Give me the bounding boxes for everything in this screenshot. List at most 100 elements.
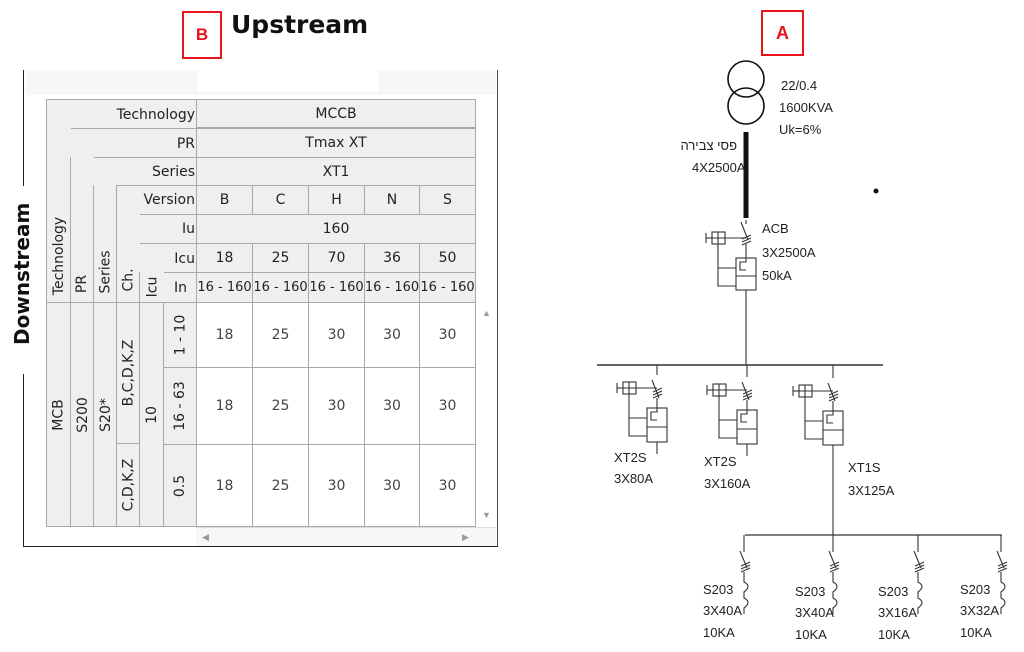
mcb-rating: 3X40A bbox=[703, 603, 742, 618]
scroll-down-icon[interactable]: ▼ bbox=[482, 510, 491, 520]
downstream-pr-value: S200 bbox=[70, 302, 94, 527]
mcb-type: S203 bbox=[795, 584, 825, 599]
table-toolbar-blank bbox=[198, 70, 378, 92]
version-cell: B bbox=[196, 185, 253, 215]
scroll-up-icon[interactable]: ▲ bbox=[482, 308, 491, 318]
header-in-label: In bbox=[163, 272, 197, 303]
panel-a-badge: A bbox=[761, 10, 804, 56]
downstream-icu-value: 10 bbox=[139, 302, 164, 527]
downstream-ch-text: C,D,K,Z bbox=[120, 458, 137, 512]
feeder-breaker-icon bbox=[706, 365, 758, 456]
header-series-value: XT1 bbox=[196, 157, 476, 186]
header-iu-value: 160 bbox=[196, 214, 476, 244]
table-cell: 30 bbox=[419, 302, 476, 368]
feeder-rating: 3X80A bbox=[614, 471, 653, 486]
table-cell: 30 bbox=[308, 302, 365, 368]
in-cell: 16 - 160 bbox=[308, 272, 365, 303]
table-cell: 18 bbox=[196, 444, 253, 527]
downstream-header-ch-text: Ch. bbox=[120, 268, 137, 292]
downstream-header-series: Series bbox=[93, 185, 117, 303]
acb-breaker-icon bbox=[705, 220, 757, 365]
header-pr-value: Tmax XT bbox=[196, 128, 476, 158]
downstream-header-icu: Icu bbox=[139, 272, 164, 303]
transformer-power: 1600KVA bbox=[779, 100, 833, 115]
table-cell: 30 bbox=[364, 444, 420, 527]
downstream-in-value: 16 - 63 bbox=[163, 367, 197, 445]
downstream-in-text: 16 - 63 bbox=[172, 381, 188, 431]
mcb-breaking: 10KA bbox=[960, 625, 992, 640]
downstream-series-text: S20* bbox=[97, 397, 114, 432]
header-technology-label: Technology bbox=[46, 99, 197, 129]
feeder-type: XT2S bbox=[704, 454, 737, 469]
table-cell: 30 bbox=[364, 367, 420, 445]
downstream-technology-value: MCB bbox=[46, 302, 71, 527]
feeder-type: XT1S bbox=[848, 460, 881, 475]
mcb-type: S203 bbox=[960, 582, 990, 597]
downstream-in-text: 1 - 10 bbox=[172, 314, 188, 356]
transformer-ratio: 22/0.4 bbox=[781, 78, 817, 93]
busbar-name: פסי צבירה bbox=[681, 138, 738, 153]
table-cell: 30 bbox=[364, 302, 420, 368]
frame-gap bbox=[18, 186, 44, 374]
acb-rating: 3X2500A bbox=[762, 245, 816, 260]
feeder-breaker-icon bbox=[616, 365, 668, 454]
mcb-type: S203 bbox=[703, 582, 733, 597]
header-version-label: Version bbox=[139, 185, 197, 215]
icu-cell: 70 bbox=[308, 243, 365, 273]
in-cell: 16 - 160 bbox=[364, 272, 420, 303]
table-cell: 25 bbox=[252, 367, 309, 445]
icu-cell: 25 bbox=[252, 243, 309, 273]
upstream-title: Upstream bbox=[231, 10, 369, 39]
mcb-icon bbox=[828, 535, 840, 614]
transformer-secondary-winding-icon bbox=[727, 87, 765, 125]
downstream-pr-text: S200 bbox=[74, 396, 91, 433]
busbar-rating: 4X2500A bbox=[692, 160, 746, 175]
table-cell: 25 bbox=[252, 444, 309, 527]
icu-cell: 18 bbox=[196, 243, 253, 273]
mcb-breaking: 10KA bbox=[795, 627, 827, 642]
table-cell: 18 bbox=[196, 367, 253, 445]
icu-cell: 50 bbox=[419, 243, 476, 273]
downstream-in-value: 1 - 10 bbox=[163, 302, 197, 368]
downstream-label: Downstream bbox=[10, 202, 34, 345]
in-cell: 16 - 160 bbox=[196, 272, 253, 303]
downstream-header-pr-text: PR bbox=[74, 274, 91, 294]
icu-cell: 36 bbox=[364, 243, 420, 273]
downstream-ch-value: B,C,D,K,Z bbox=[116, 302, 140, 444]
table-cell: 30 bbox=[419, 367, 476, 445]
header-pr-label: PR bbox=[70, 128, 197, 158]
feeder-rating: 3X125A bbox=[848, 483, 895, 498]
acb-type: ACB bbox=[762, 221, 789, 236]
version-cell: S bbox=[419, 185, 476, 215]
header-series-label: Series bbox=[93, 157, 197, 186]
table-cell: 30 bbox=[308, 367, 365, 445]
dot-marker bbox=[873, 188, 879, 194]
feeder-rating: 3X160A bbox=[704, 476, 751, 491]
mcb-breaking: 10KA bbox=[703, 625, 735, 640]
vertical-scrollbar[interactable]: ▲ ▼ bbox=[476, 303, 494, 527]
mcb-icon bbox=[996, 535, 1008, 614]
table-cell: 30 bbox=[308, 444, 365, 527]
downstream-icu-text: 10 bbox=[143, 405, 160, 424]
mcb-breaking: 10KA bbox=[878, 627, 910, 642]
table-cell: 18 bbox=[196, 302, 253, 368]
acb-breaking: 50kA bbox=[762, 268, 792, 283]
horizontal-scrollbar[interactable]: ◀ ▶ bbox=[196, 527, 496, 546]
feeder-type: XT2S bbox=[614, 450, 647, 465]
panel-b-badge: B bbox=[182, 11, 222, 59]
header-technology-value: MCCB bbox=[196, 99, 476, 128]
downstream-header-technology: Technology bbox=[46, 128, 71, 303]
scroll-left-icon[interactable]: ◀ bbox=[202, 532, 209, 542]
mcb-icon bbox=[913, 535, 925, 614]
table-cell: 25 bbox=[252, 302, 309, 368]
downstream-in-value: 0.5 bbox=[163, 444, 197, 527]
version-cell: H bbox=[308, 185, 365, 215]
scroll-right-icon[interactable]: ▶ bbox=[462, 532, 469, 542]
downstream-technology-text: MCB bbox=[51, 398, 67, 431]
transformer-uk: Uk=6% bbox=[779, 122, 822, 137]
transformer-primary-winding-icon bbox=[727, 60, 765, 98]
header-icu-label: Icu bbox=[139, 243, 197, 273]
in-cell: 16 - 160 bbox=[252, 272, 309, 303]
downstream-in-text: 0.5 bbox=[172, 474, 189, 497]
table-cell: 30 bbox=[419, 444, 476, 527]
